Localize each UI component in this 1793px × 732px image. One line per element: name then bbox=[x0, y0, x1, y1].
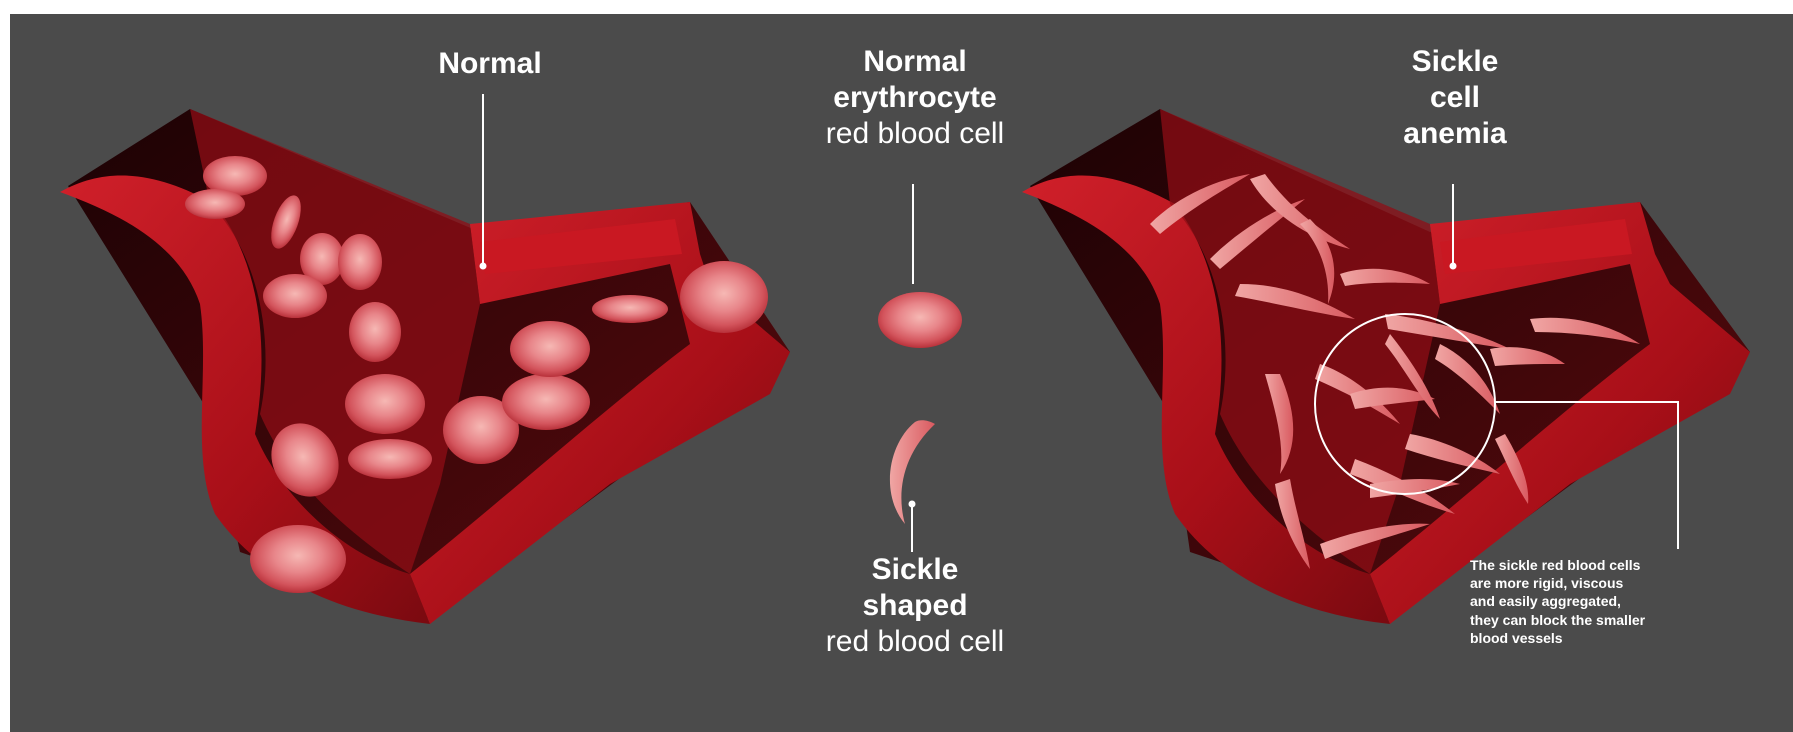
sickle-cell-leader-dot bbox=[909, 501, 916, 508]
label-sickle-anemia-line2: cell bbox=[1370, 80, 1540, 116]
label-sickle-anemia-line3: anemia bbox=[1370, 116, 1540, 152]
label-normal-erythrocyte-line3: red blood cell bbox=[780, 116, 1050, 152]
note-line2: are more rigid, viscous bbox=[1470, 574, 1670, 592]
label-sickle-shaped-line1: Sickle bbox=[780, 552, 1050, 588]
diagram-canvas: Normal Normal erythrocyte red blood cell… bbox=[10, 14, 1793, 732]
label-sickle-shaped: Sickle shaped red blood cell bbox=[780, 552, 1050, 660]
label-normal: Normal bbox=[410, 46, 570, 82]
note-line1: The sickle red blood cells bbox=[1470, 556, 1670, 574]
label-sickle-shaped-line3: red blood cell bbox=[780, 624, 1050, 660]
label-sickle-cell-anemia: Sickle cell anemia bbox=[1370, 44, 1540, 152]
label-normal-text: Normal bbox=[438, 47, 541, 80]
label-normal-erythrocyte-line1: Normal bbox=[780, 44, 1050, 80]
label-normal-erythrocyte-line2: erythrocyte bbox=[780, 80, 1050, 116]
label-sickle-shaped-line2: shaped bbox=[780, 588, 1050, 624]
normal-leader-dot bbox=[480, 263, 487, 270]
normal-vessel bbox=[60, 109, 790, 624]
label-sickle-anemia-line1: Sickle bbox=[1370, 44, 1540, 80]
sickle-note: The sickle red blood cells are more rigi… bbox=[1470, 556, 1670, 647]
note-line5: blood vessels bbox=[1470, 629, 1670, 647]
label-normal-erythrocyte: Normal erythrocyte red blood cell bbox=[780, 44, 1050, 152]
sickle-vessel bbox=[1022, 109, 1750, 624]
note-line3: and easily aggregated, bbox=[1470, 592, 1670, 610]
normal-erythrocyte-cell bbox=[878, 292, 962, 348]
sickle-anemia-leader-dot bbox=[1450, 263, 1457, 270]
note-line4: they can block the smaller bbox=[1470, 611, 1670, 629]
